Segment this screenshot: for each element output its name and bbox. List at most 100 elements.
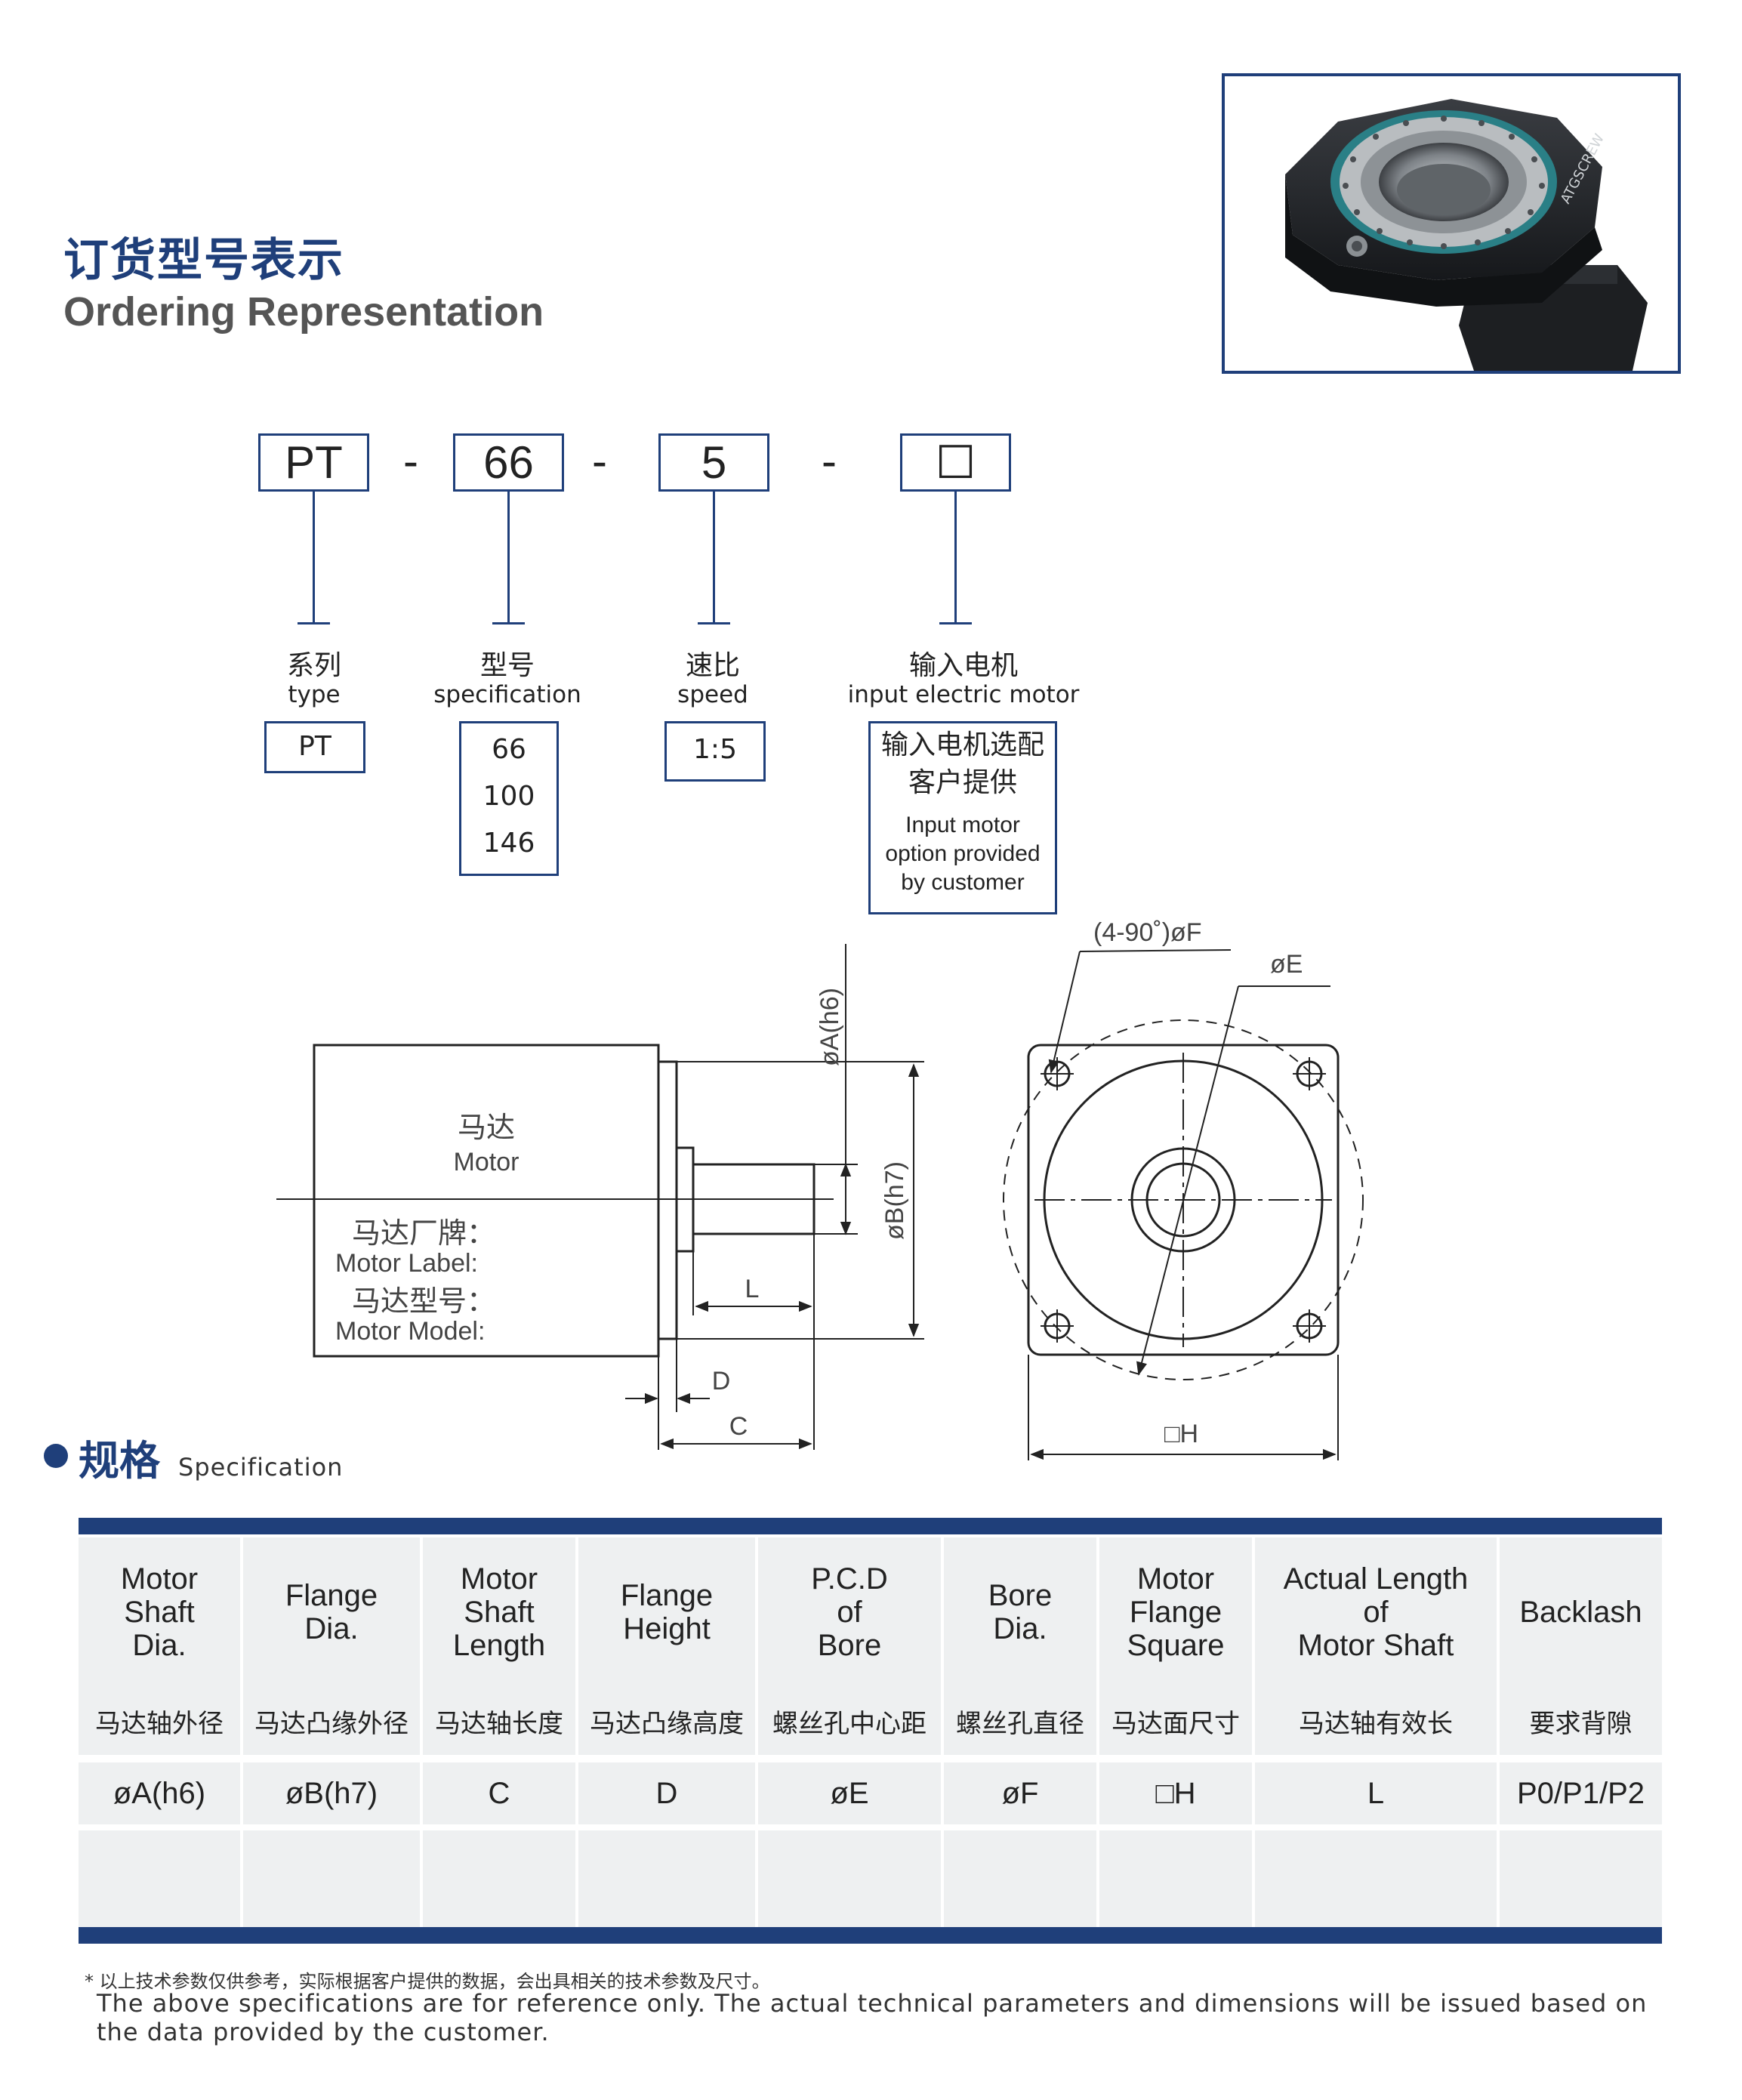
series-option: PT	[298, 731, 331, 762]
table-value-cell[interactable]	[79, 1830, 243, 1927]
table-symbol-cell: øE	[758, 1762, 944, 1824]
motor-option-en: by customer	[901, 870, 1025, 895]
motor-option-cn: 输入电机选配	[880, 729, 1044, 760]
field-label-motor-cn: 输入电机	[908, 650, 1018, 681]
table-symbol-cell: D	[578, 1762, 758, 1824]
header-line: Flange	[620, 1579, 714, 1612]
connector-line	[954, 492, 957, 624]
page-title-cn: 订货型号表示	[63, 234, 344, 287]
field-label-motor-en: input electric motor	[847, 681, 1080, 708]
table-top-bar	[79, 1518, 1662, 1534]
header-line: of	[1363, 1596, 1389, 1629]
code-series-box: PT	[258, 433, 369, 492]
header-line: P.C.D	[811, 1562, 888, 1596]
table-header-cn-cell: 马达轴有效长	[1255, 1687, 1500, 1755]
table-symbol-cell: C	[423, 1762, 578, 1824]
connector-line	[507, 492, 510, 624]
table-value-cell[interactable]	[1099, 1830, 1255, 1927]
dim-label-B: øB(h7)	[880, 1161, 909, 1240]
ratio-options: 1:5	[664, 721, 766, 782]
dim-label-H: □H	[1164, 1420, 1198, 1448]
table-value-cell[interactable]	[243, 1830, 423, 1927]
table-bottom-bar	[79, 1927, 1662, 1944]
table-value-cell[interactable]	[944, 1830, 1099, 1927]
field-label-series-cn: 系列	[286, 650, 341, 681]
header-line: Flange	[1129, 1596, 1222, 1629]
spec-title-cn: 规格	[79, 1437, 160, 1485]
technical-drawing: 马达 Motor 马达厂牌： Motor Label: 马达型号： Motor …	[276, 918, 1364, 1460]
dim-label-D: D	[712, 1367, 731, 1395]
spec-title-en: Specification	[178, 1453, 344, 1482]
motor-model-cn: 马达型号：	[352, 1284, 495, 1318]
table-header-cn-cell: 马达凸缘高度	[578, 1687, 758, 1755]
series-options: PT	[264, 721, 365, 773]
table-value-cell[interactable]	[758, 1830, 944, 1927]
table-symbol-cell: øA(h6)	[79, 1762, 243, 1824]
header-line: Bore	[817, 1629, 882, 1662]
field-label-ratio-en: speed	[677, 681, 748, 708]
code-motor-box: ☐	[900, 433, 1011, 492]
motor-option-en: Input motor	[905, 813, 1020, 837]
connector-tick	[939, 622, 972, 624]
header-line: Motor	[1136, 1562, 1215, 1596]
connector-tick	[698, 622, 730, 624]
dim-label-F: (4-90˚)øF	[1093, 918, 1202, 947]
field-label-spec-en: specification	[433, 681, 581, 708]
motor-model-en: Motor Model:	[335, 1317, 485, 1346]
code-dash-3: -	[822, 436, 837, 486]
spec-options: 66 100 146	[459, 721, 559, 876]
connector-tick	[298, 622, 330, 624]
table-symbol-cell: øF	[944, 1762, 1099, 1824]
field-label-ratio-cn: 速比	[685, 650, 740, 681]
connector-tick	[492, 622, 525, 624]
code-ratio-box: 5	[658, 433, 769, 492]
dim-label-A: øA(h6)	[816, 988, 844, 1066]
dim-label-E: øE	[1270, 950, 1303, 979]
rotary-table-image: ATGSCREW	[1285, 99, 1648, 371]
header-line: Dia.	[132, 1629, 187, 1662]
pcd-circle	[1003, 1019, 1364, 1380]
header-line: Dia.	[304, 1612, 359, 1645]
table-value-cell[interactable]	[1255, 1830, 1500, 1927]
table-header-cn-cell: 马达面尺寸	[1099, 1687, 1255, 1755]
header-line: Motor	[460, 1562, 538, 1596]
code-spec-box: 66	[453, 433, 564, 492]
spec-option: 100	[483, 781, 535, 812]
spec-option: 146	[483, 828, 535, 859]
motor-label-en: Motor	[454, 1148, 520, 1176]
section-bullet-icon	[44, 1444, 68, 1468]
code-dash-1: -	[403, 436, 418, 486]
motor-label-cn: 马达	[458, 1111, 515, 1144]
header-line: Square	[1127, 1629, 1225, 1662]
dim-label-L: L	[745, 1275, 760, 1303]
page-title-en: Ordering Representation	[63, 289, 544, 335]
table-value-cell[interactable]	[1500, 1830, 1662, 1927]
header-line: Bore	[988, 1579, 1053, 1612]
table-value-cell[interactable]	[578, 1830, 758, 1927]
connector-line	[313, 492, 315, 624]
table-header-cn-cell: 螺丝孔直径	[944, 1687, 1099, 1755]
footnote-en: The above specifications are for referen…	[97, 1989, 1648, 2046]
motor-options: 输入电机选配 客户提供 Input motor option provided …	[868, 721, 1057, 914]
ratio-option: 1:5	[693, 734, 737, 765]
table-symbol-cell: øB(h7)	[243, 1762, 423, 1824]
table-value-cell[interactable]	[423, 1830, 578, 1927]
header-line: Shaft	[464, 1596, 535, 1629]
motor-brand-en: Motor Label:	[335, 1249, 478, 1278]
table-header-cn-cell: 螺丝孔中心距	[758, 1687, 944, 1755]
header-line: of	[837, 1596, 862, 1629]
connector-line	[713, 492, 715, 624]
motor-option-en: option provided	[885, 841, 1041, 866]
table-header-cn-row: 马达轴外径马达凸缘外径马达轴长度马达凸缘高度螺丝孔中心距螺丝孔直径马达面尺寸马达…	[79, 1687, 1662, 1755]
table-header-cn-cell: 马达凸缘外径	[243, 1687, 423, 1755]
header-line: Dia.	[993, 1612, 1047, 1645]
code-dash-2: -	[592, 436, 607, 486]
table-header-cn-cell: 马达轴外径	[79, 1687, 243, 1755]
header-line: Actual Length	[1283, 1562, 1469, 1596]
